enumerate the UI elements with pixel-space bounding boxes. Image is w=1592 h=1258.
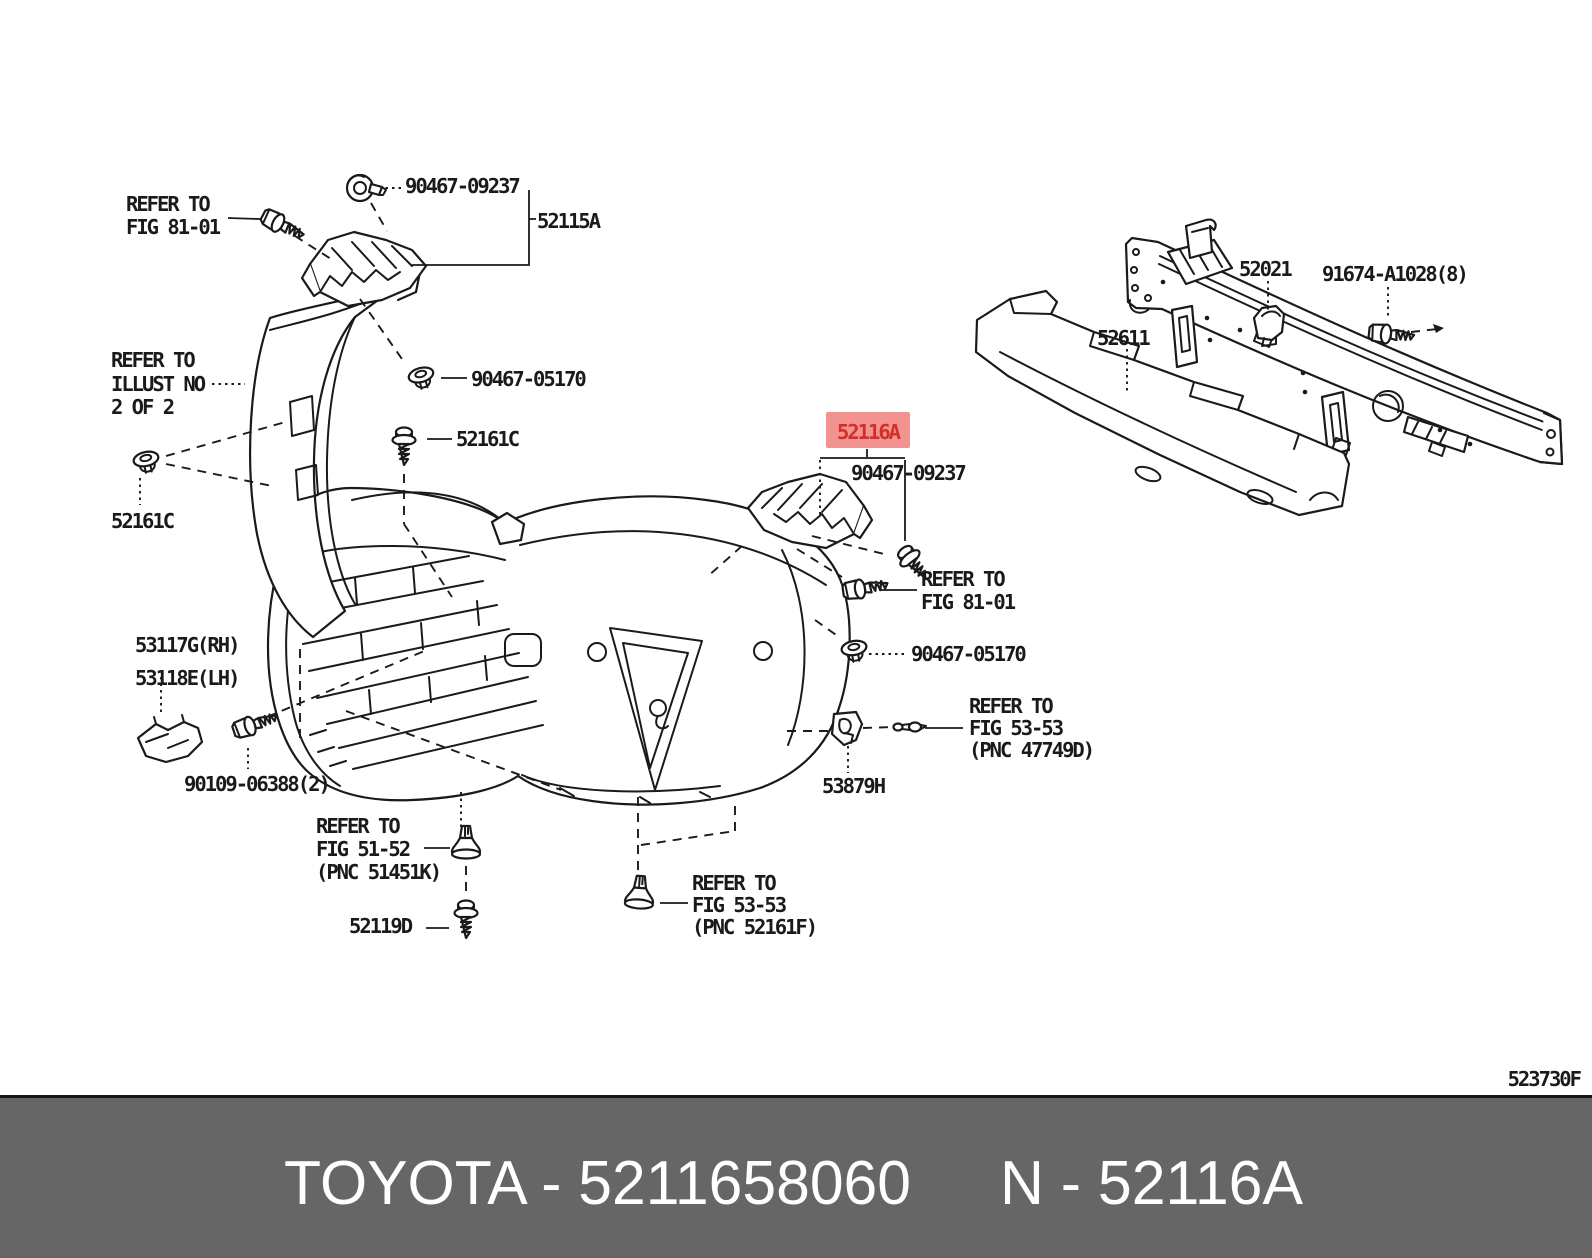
leader-lines-solid: [227, 190, 963, 929]
label-53117g-rh[interactable]: 53117G(RH): [135, 633, 240, 657]
note-refer-fig51-52-line3: (PNC 51451K): [316, 860, 440, 884]
note-refer-fig53-53-right-line3: (PNC 47749D): [969, 738, 1093, 762]
clip-icon: [406, 363, 438, 393]
screw-icon: [391, 426, 417, 467]
banner-brand-part-number: TOYOTA - 5211658060: [284, 1149, 911, 1218]
parts-diagram: REFER TO FIG 81-01 90467-09237 52115A RE…: [111, 173, 1584, 1091]
note-refer-fig53-53-right-line2: FIG 53-53: [969, 716, 1064, 740]
label-52119d[interactable]: 52119D: [349, 914, 415, 938]
label-53118e-lh[interactable]: 53118E(LH): [135, 666, 240, 690]
label-90109-06388[interactable]: 90109-06388(2): [184, 772, 331, 796]
label-52115a[interactable]: 52115A: [537, 209, 604, 233]
note-refer-illust-line2: ILLUST NO: [111, 372, 206, 396]
clip-icon: [623, 873, 656, 911]
label-90467-05170-top[interactable]: 90467-05170: [471, 367, 588, 391]
highlighted-part-label-52116a[interactable]: 52116A: [826, 412, 910, 448]
label-52611[interactable]: 52611: [1097, 326, 1152, 350]
note-refer-fig53-53-left-line1: REFER TO: [692, 871, 776, 895]
part-number-banner: TOYOTA - 5211658060 N - 52116A: [0, 1095, 1592, 1258]
note-refer-fig51-52-line1: REFER TO: [316, 814, 400, 838]
part-bumper-cover: [266, 486, 851, 806]
note-refer-fig81-01-top-line2: FIG 81-01: [126, 215, 221, 239]
leader-lines-dotted: [139, 187, 1389, 827]
drawing-code: 523730F: [1508, 1067, 1582, 1091]
note-refer-fig53-53-right-line1: REFER TO: [969, 694, 1053, 718]
part-energy-absorber: [974, 289, 1351, 517]
label-91674-a1028[interactable]: 91674-A1028(8): [1322, 262, 1469, 286]
note-refer-illust-line1: REFER TO: [111, 348, 195, 372]
label-53879h[interactable]: 53879H: [822, 774, 887, 798]
part-fastener-47749d: [892, 721, 927, 733]
note-refer-fig81-01-top-line1: REFER TO: [126, 192, 210, 216]
label-52021[interactable]: 52021: [1239, 257, 1294, 281]
note-refer-fig53-53-left-line2: FIG 53-53: [692, 893, 787, 917]
part-bumper-reinforcement: [1124, 218, 1564, 466]
label-52161c-right[interactable]: 52161C: [456, 427, 521, 451]
clip-icon: [131, 448, 163, 476]
banner-pnc-code: N - 52116A: [1000, 1149, 1304, 1218]
label-52116a[interactable]: 52116A: [837, 420, 904, 444]
note-refer-fig81-01-mid-line1: REFER TO: [921, 567, 1005, 591]
note-refer-fig53-53-left-line3: (PNC 52161F): [692, 915, 816, 939]
note-refer-fig81-01-mid-line2: FIG 81-01: [921, 590, 1016, 614]
banner-text: TOYOTA - 5211658060 N - 52116A: [284, 1149, 1304, 1218]
bolt-icon: [229, 707, 281, 742]
bolt-icon: [840, 574, 891, 602]
leader-lines-dashed: [165, 202, 1444, 895]
screw-icon: [453, 899, 479, 940]
note-refer-illust-line3: 2 OF 2: [111, 395, 174, 419]
label-90467-09237-mid[interactable]: 90467-09237: [851, 461, 967, 485]
clip-icon: [450, 824, 482, 860]
label-90467-05170-mid[interactable]: 90467-05170: [911, 642, 1028, 666]
part-bumper-arm-bracket: [1252, 304, 1286, 347]
grommet-icon: [345, 173, 388, 203]
part-lower-bracket: [136, 713, 204, 764]
note-refer-fig51-52-line2: FIG 51-52: [316, 837, 410, 861]
label-90467-09237-top[interactable]: 90467-09237: [405, 174, 521, 198]
label-52161c-left[interactable]: 52161C: [111, 509, 176, 533]
part-clamp-53879h: [830, 710, 864, 747]
